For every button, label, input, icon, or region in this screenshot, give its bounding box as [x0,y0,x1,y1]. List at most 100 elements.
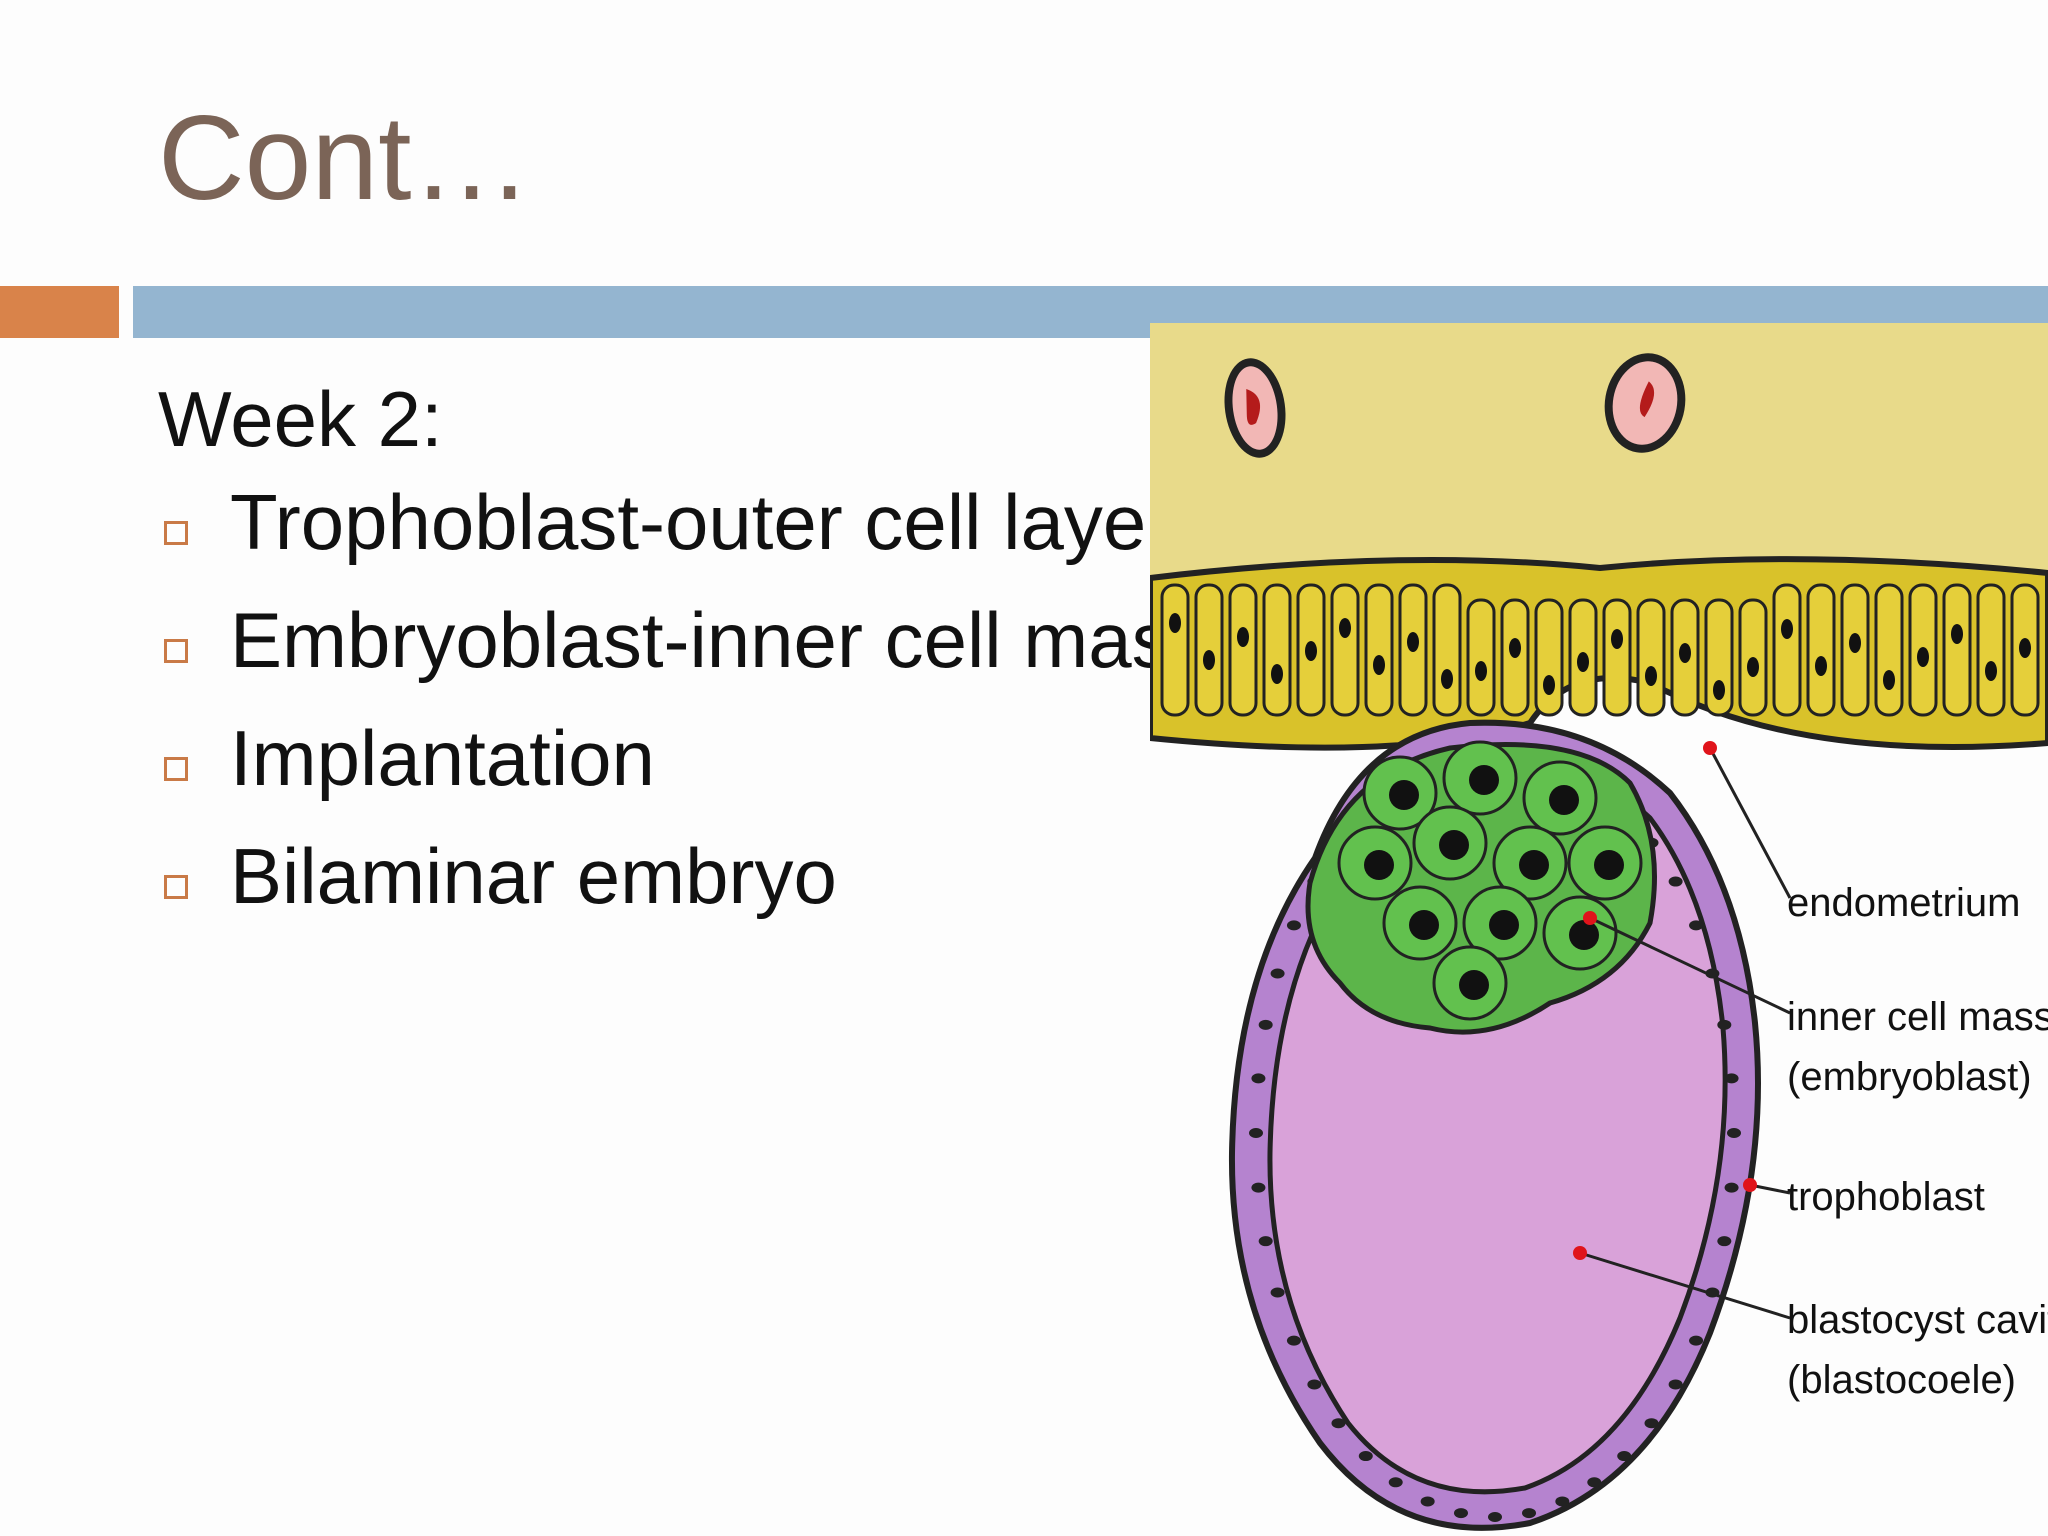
bullet-text: Bilaminar embryo [230,832,837,920]
epithelial-cell [1364,583,1394,717]
epithelial-cell [1602,598,1632,717]
cell-nucleus [2019,638,2031,658]
cell-nucleus [1519,850,1549,880]
trophoblast-nucleus [1644,1418,1659,1429]
cell-nucleus [1441,669,1453,689]
trophoblast-nucleus [1522,1508,1537,1519]
trophoblast-nucleus [1331,1418,1346,1429]
trophoblast-nucleus [1270,1287,1285,1298]
cell-nucleus [1389,780,1419,810]
blastocyst-diagram: endometrium inner cell mass (embryoblast… [1150,323,2048,1531]
bullet-item: Embryoblast-inner cell mass [158,597,1210,716]
trophoblast-nucleus [1587,1477,1602,1488]
label-trophoblast: trophoblast [1787,1175,1985,1219]
trophoblast-nucleus [1251,1182,1266,1193]
bullet-item: Bilaminar embryo [158,832,1158,952]
cell-nucleus [1271,664,1283,684]
bullet-text: Embryoblast-inner cell mass [230,596,1210,684]
cell-nucleus [1883,670,1895,690]
cell-nucleus [1469,765,1499,795]
epithelial-cell [1330,583,1360,717]
bullet-text: Trophoblast-outer cell layer [230,478,1173,566]
cell-nucleus [1594,850,1624,880]
cell-nucleus [1489,910,1519,940]
trophoblast-nucleus [1488,1512,1502,1522]
cell-nucleus [1713,680,1725,700]
epithelial-cell [1534,598,1564,717]
epithelial-cell [1772,583,1802,717]
slide-title: Cont… [158,91,532,225]
trophoblast-nucleus [1555,1496,1570,1507]
trophoblast-nucleus [1286,1335,1301,1346]
slide-content: Week 2: Trophoblast-outer cell layer Emb… [158,370,1210,952]
cell-nucleus [1407,632,1419,652]
cell-nucleus [1815,656,1827,676]
cell-nucleus [1373,655,1385,675]
pointer-lines [1579,747,1792,1320]
cell-nucleus [1475,661,1487,681]
cell-nucleus [1169,613,1181,633]
cell-nucleus [1569,920,1599,950]
pointer-dots [1573,741,1757,1260]
trophoblast-nucleus [1270,968,1285,979]
trophoblast-nucleus [1724,1182,1739,1193]
accent-bar-orange [0,286,119,338]
blood-vessel-icon [1224,358,1286,458]
epithelial-cell [1262,583,1292,717]
trophoblast-nucleus [1258,1019,1273,1030]
inner-cell-mass-nuclei [1337,740,1643,1021]
epithelial-cell [1466,598,1496,717]
trophoblast-nucleus [1668,876,1683,887]
trophoblast-nucleus [1420,1496,1435,1507]
trophoblast-nucleus [1249,1128,1263,1138]
trophoblast-nucleus [1251,1073,1266,1084]
cell-nucleus [1339,618,1351,638]
trophoblast-nucleus [1717,1236,1732,1247]
cell-nucleus [1305,641,1317,661]
epithelial-cell [1432,583,1462,717]
cell-nucleus [1951,624,1963,644]
cell-nucleus [1849,633,1861,653]
trophoblast-nucleus [1727,1128,1741,1138]
trophoblast-nucleus [1724,1073,1739,1084]
cell-nucleus [1509,638,1521,658]
trophoblast-nucleus [1388,1477,1403,1488]
bullet-text: Implantation [230,714,655,802]
cell-nucleus [1459,970,1489,1000]
cell-nucleus [1237,627,1249,647]
cell-nucleus [1409,910,1439,940]
cell-nucleus [1439,830,1469,860]
cell-nucleus [1781,619,1793,639]
cell-nucleus [1611,629,1623,649]
label-embryoblast: (embryoblast) [1787,1055,2032,1099]
cell-nucleus [1549,785,1579,815]
epithelial-cell [1874,583,1904,717]
trophoblast-nucleus [1358,1451,1373,1462]
trophoblast-nucleus [1717,1019,1732,1030]
bullet-item: Implantation [158,714,1158,834]
label-blastocyst-cavity: blastocyst cavity [1787,1298,2048,1342]
cell-nucleus [1985,661,1997,681]
blood-vessel-icon [1604,353,1686,453]
cell-nucleus [1543,675,1555,695]
cell-nucleus [1747,657,1759,677]
bullet-square-icon [164,757,188,781]
label-blastocoele: (blastocoele) [1787,1358,2016,1402]
epithelial-cell [1636,598,1666,717]
trophoblast-nucleus [1453,1508,1468,1519]
label-inner-cell-mass: inner cell mass [1787,995,2048,1039]
trophoblast-nucleus [1689,1335,1704,1346]
bullet-square-icon [164,875,188,899]
epithelial-cell [1704,598,1734,717]
trophoblast-nucleus [1668,1379,1683,1390]
cell-nucleus [1917,647,1929,667]
cell-nucleus [1679,643,1691,663]
epithelial-cell [1160,583,1190,717]
bullet-square-icon [164,639,188,663]
cell-nucleus [1364,850,1394,880]
bullet-square-icon [164,521,188,545]
trophoblast-nucleus [1617,1451,1632,1462]
trophoblast-nucleus [1258,1236,1273,1247]
label-endometrium: endometrium [1787,881,2020,925]
epithelial-cell [1976,583,2006,717]
